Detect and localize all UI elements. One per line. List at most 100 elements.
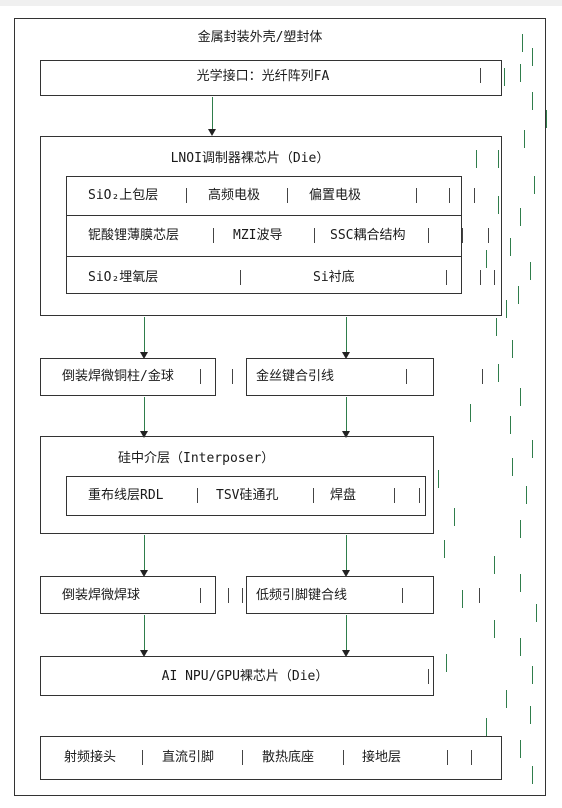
margin-tick bbox=[510, 238, 511, 256]
margin-tick bbox=[520, 740, 521, 758]
margin-tick bbox=[520, 574, 521, 592]
margin-tick bbox=[524, 130, 525, 148]
bottom-dc-pin: 直流引脚 bbox=[162, 750, 215, 765]
lnoi-layer-stack bbox=[66, 176, 462, 294]
separator-tick bbox=[314, 228, 315, 243]
lnoi-die-box bbox=[40, 136, 502, 316]
margin-tick bbox=[522, 34, 523, 52]
margin-tick bbox=[504, 68, 505, 86]
bottom-rf-connector: 射频接头 bbox=[64, 750, 117, 765]
layer-ssc-coupler: SSC耦合结构 bbox=[330, 228, 406, 243]
margin-tick bbox=[520, 638, 521, 656]
lf-bond-box bbox=[246, 576, 434, 614]
separator-tick bbox=[232, 369, 233, 384]
separator-tick bbox=[471, 750, 472, 765]
top-strip bbox=[0, 0, 562, 6]
margin-tick bbox=[506, 690, 507, 708]
margin-tick bbox=[526, 486, 527, 504]
package-title: 金属封装外壳/塑封体 bbox=[197, 30, 323, 45]
separator-tick bbox=[480, 68, 481, 83]
margin-tick bbox=[494, 556, 495, 574]
separator-tick bbox=[186, 188, 187, 203]
separator-tick bbox=[200, 369, 201, 384]
separator-tick bbox=[479, 588, 480, 603]
margin-tick bbox=[532, 48, 533, 66]
separator-tick bbox=[200, 588, 201, 603]
separator-tick bbox=[240, 270, 241, 285]
margin-tick bbox=[520, 64, 521, 82]
connector-flipchip-npu bbox=[144, 615, 145, 651]
separator-tick bbox=[446, 270, 447, 285]
margin-tick bbox=[486, 250, 487, 268]
margin-tick bbox=[476, 150, 477, 168]
margin-tick bbox=[498, 150, 499, 168]
margin-tick bbox=[496, 318, 497, 336]
layer-hf-electrode: 高频电极 bbox=[208, 188, 261, 203]
arrow-down-icon bbox=[342, 650, 350, 657]
separator-tick bbox=[494, 270, 495, 285]
connector-interposer-flipchip bbox=[144, 535, 145, 571]
separator-tick bbox=[394, 488, 395, 503]
separator-tick bbox=[406, 369, 407, 384]
flipchip-pillar-label: 倒装焊微铜柱/金球 bbox=[62, 369, 174, 384]
separator-tick bbox=[428, 669, 429, 684]
separator-tick bbox=[242, 588, 243, 603]
separator-tick bbox=[416, 188, 417, 203]
connector-lfbond-npu bbox=[346, 615, 347, 651]
margin-tick bbox=[470, 404, 471, 422]
flipchip-ball-label: 倒装焊微焊球 bbox=[62, 588, 141, 603]
npu-die-box bbox=[40, 656, 434, 696]
margin-tick bbox=[520, 208, 521, 226]
optical-interface-label: 光学接口：光纤阵列FA bbox=[196, 69, 330, 84]
connector-wirebond-interposer bbox=[346, 397, 347, 432]
separator-tick bbox=[228, 588, 229, 603]
margin-tick bbox=[530, 706, 531, 724]
margin-tick bbox=[446, 654, 447, 672]
layer-sio2-upper-cladding: SiO₂上包层 bbox=[88, 188, 159, 203]
separator-tick bbox=[313, 488, 314, 503]
margin-tick bbox=[512, 340, 513, 358]
layer-ln-thin-film-core: 铌酸锂薄膜芯层 bbox=[88, 228, 180, 243]
margin-tick bbox=[536, 604, 537, 622]
lnoi-die-title: LNOI调制器裸芯片（Die） bbox=[170, 151, 330, 166]
margin-tick bbox=[506, 300, 507, 318]
interposer-title: 硅中介层（Interposer） bbox=[118, 451, 275, 466]
arrow-down-icon bbox=[140, 570, 148, 577]
separator-tick bbox=[474, 188, 475, 203]
separator-tick bbox=[449, 188, 450, 203]
separator-tick bbox=[447, 750, 448, 765]
margin-tick bbox=[498, 196, 499, 214]
separator-tick bbox=[343, 750, 344, 765]
margin-tick bbox=[530, 262, 531, 280]
flipchip-ball-box bbox=[40, 576, 216, 614]
arrow-down-icon bbox=[208, 129, 216, 136]
separator-tick bbox=[242, 750, 243, 765]
interposer-tsv: TSV硅通孔 bbox=[216, 488, 279, 503]
separator-tick bbox=[402, 588, 403, 603]
arrow-down-icon bbox=[342, 352, 350, 359]
margin-tick bbox=[532, 666, 533, 684]
lf-bond-label: 低频引脚键合线 bbox=[256, 588, 348, 603]
separator-tick bbox=[419, 488, 420, 503]
interposer-items-box bbox=[66, 476, 426, 516]
margin-tick bbox=[532, 92, 533, 110]
margin-tick bbox=[510, 416, 511, 434]
bottom-heat-sink: 散热底座 bbox=[262, 750, 315, 765]
arrow-down-icon bbox=[140, 650, 148, 657]
margin-tick bbox=[462, 590, 463, 608]
margin-tick bbox=[518, 286, 519, 304]
separator-tick bbox=[488, 228, 489, 243]
arrow-down-icon bbox=[140, 352, 148, 359]
wire-bond-box bbox=[246, 358, 434, 396]
connector-lnoi-wirebond bbox=[346, 317, 347, 353]
separator-tick bbox=[480, 270, 481, 285]
separator-tick bbox=[142, 750, 143, 765]
layer-bias-electrode: 偏置电极 bbox=[309, 188, 362, 203]
interposer-pad: 焊盘 bbox=[330, 488, 357, 503]
margin-tick bbox=[520, 520, 521, 538]
margin-tick bbox=[532, 766, 533, 784]
margin-tick bbox=[546, 110, 547, 128]
wire-bond-label: 金丝键合引线 bbox=[256, 369, 335, 384]
margin-tick bbox=[494, 620, 495, 638]
margin-tick bbox=[534, 176, 535, 194]
